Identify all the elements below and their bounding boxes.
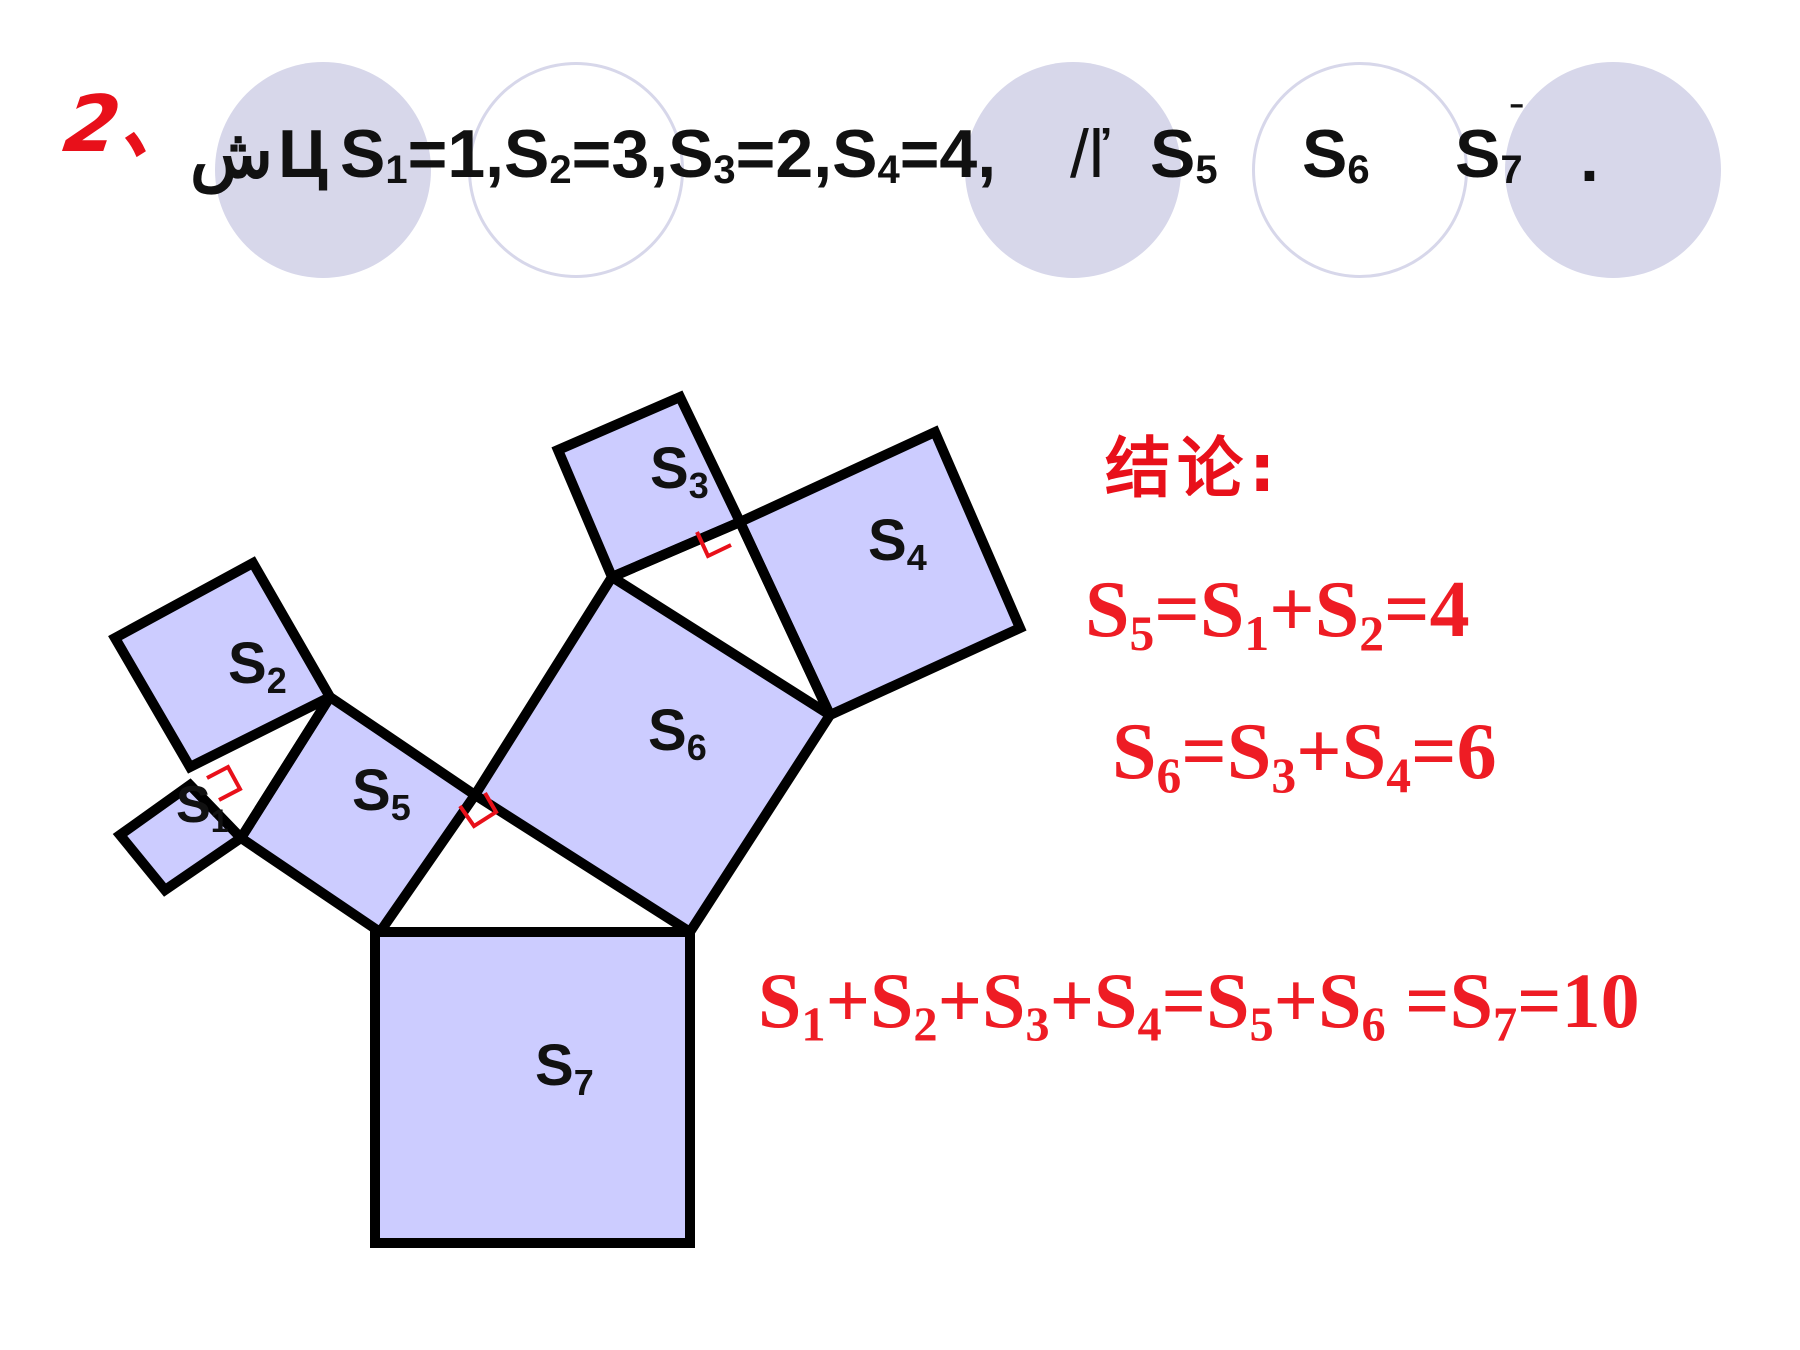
formula-term: =10: [1517, 957, 1640, 1044]
asked-s7: S7: [1455, 120, 1523, 190]
formula-term: +S: [1273, 957, 1362, 1044]
square-label-s3: S3: [650, 436, 709, 506]
asked-s6: S6: [1302, 120, 1370, 190]
garbled-char: Ц: [278, 116, 328, 192]
formula-term: +S: [1269, 566, 1360, 654]
garbled-char: /ľ: [1070, 116, 1109, 192]
square-s3: [551, 390, 747, 584]
decor-circle-3: [965, 62, 1181, 278]
square-s4: [733, 425, 1027, 722]
garbled-char: ˉ: [1510, 96, 1524, 140]
formula-term: =S: [1181, 708, 1272, 796]
formula-total: S1+S2+S3+S4=S5+S6 =S7=10: [758, 962, 1640, 1050]
formula-subscript: 7: [1492, 998, 1518, 1052]
formula-subscript: 5: [1129, 605, 1155, 661]
right-angle-marker: [458, 791, 499, 829]
given-values: S1=1,S2=3,S3=2,S4=4,: [340, 120, 996, 190]
conclusion-title: 结论:: [1105, 430, 1282, 507]
formula-term: +S: [825, 957, 914, 1044]
formula-s5: S5=S1+S2=4: [1085, 570, 1470, 658]
formula-subscript: 6: [1156, 747, 1182, 803]
prefix-glyph: ش: [190, 116, 274, 192]
asked-label: S7: [1455, 116, 1523, 192]
triangle-edge: [236, 694, 335, 841]
formula-term: =S: [1385, 957, 1493, 1044]
formula-subscript: 1: [1244, 605, 1270, 661]
formula-subscript: 1: [801, 998, 826, 1052]
asked-s5: S5: [1150, 120, 1218, 190]
formula-subscript: 2: [1359, 605, 1385, 661]
formula-term: S: [1112, 708, 1157, 796]
triangle-edge: [610, 517, 742, 582]
given-s1: S1=1,: [340, 116, 505, 192]
formula-subscript: 4: [1386, 747, 1412, 803]
formula-subscript: 3: [1025, 998, 1050, 1052]
formula-subscript: 3: [1271, 747, 1297, 803]
square-label-s5: S5: [352, 758, 411, 828]
formula-term: =S: [1161, 957, 1250, 1044]
given-s4: S4=4,: [832, 116, 997, 192]
given-s3: S3=2,: [668, 116, 833, 192]
formula-term: =4: [1384, 566, 1470, 654]
formula-term: S: [1085, 566, 1130, 654]
asked-label: S5: [1150, 116, 1218, 192]
square-label-s2: S2: [228, 631, 287, 701]
square-label-s6: S6: [648, 698, 707, 768]
formula-term: S: [758, 957, 802, 1044]
triangle-edge: [735, 519, 835, 718]
end-period: .: [1580, 120, 1599, 196]
decor-circle-2: [468, 62, 684, 278]
decor-circle-4: [1252, 62, 1468, 278]
decor-circle-5: [1505, 62, 1721, 278]
square-label-s4: S4: [868, 508, 927, 578]
square-s7: [370, 927, 695, 1248]
formula-subscript: 4: [1137, 998, 1162, 1052]
formula-term: =6: [1411, 708, 1497, 796]
asked-label: S6: [1302, 116, 1370, 192]
formula-subscript: 6: [1361, 998, 1386, 1052]
formula-s6: S6=S3+S4=6: [1112, 712, 1497, 800]
given-s2: S2=3,: [504, 116, 669, 192]
formula-term: +S: [937, 957, 1026, 1044]
formula-term: =S: [1154, 566, 1245, 654]
square-label-s1: S1: [176, 776, 228, 839]
formula-subscript: 5: [1249, 998, 1274, 1052]
formula-term: +S: [1049, 957, 1138, 1044]
square-label-s7: S7: [535, 1033, 594, 1103]
formula-subscript: 2: [913, 998, 938, 1052]
right-angle-marker: [695, 531, 732, 559]
formula-term: +S: [1296, 708, 1387, 796]
right-angle-marker: [206, 764, 243, 802]
decor-circle-1: [215, 62, 431, 278]
square-s2: [108, 556, 337, 774]
